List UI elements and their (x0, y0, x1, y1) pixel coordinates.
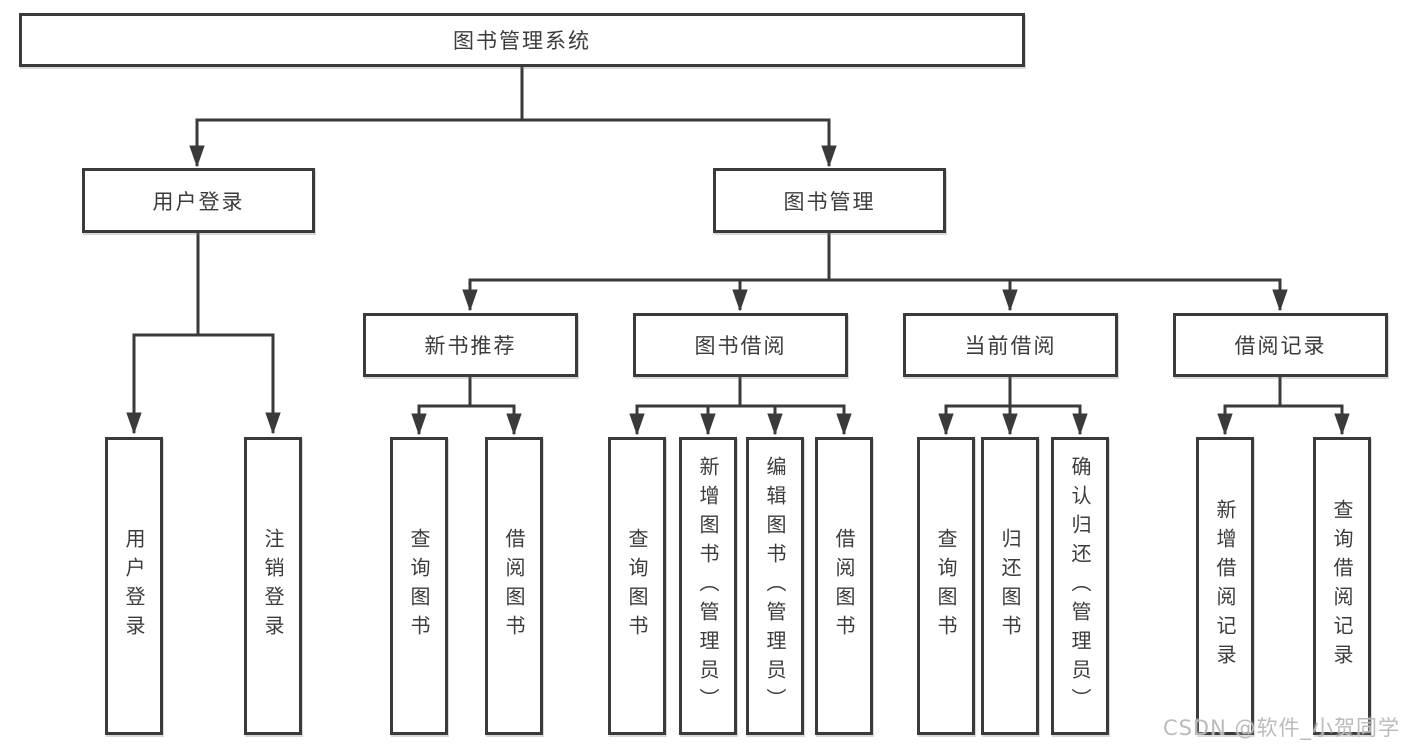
leaf-borrow-borrow-book: 借阅图书 (815, 437, 873, 735)
leaf-current-return-book-label: 归还图书 (998, 528, 1022, 644)
leaf-recommend-borrow-book-label: 借阅图书 (502, 528, 526, 644)
leaf-current-return-book: 归还图书 (981, 437, 1039, 735)
leaf-borrow-add-book-admin: 新增图书（管理员） (679, 437, 737, 735)
node-library-system-label: 图书管理系统 (453, 29, 591, 53)
leaf-borrow-query-book: 查询图书 (608, 437, 666, 735)
leaf-borrow-edit-book-admin-label: 编辑图书（管理员） (763, 455, 787, 717)
leaf-logout-login-label: 注销登录 (261, 528, 285, 644)
leaf-user-login-label: 用户登录 (122, 528, 146, 644)
leaf-borrow-add-book-admin-label: 新增图书（管理员） (696, 455, 720, 717)
leaf-current-query-book: 查询图书 (917, 437, 975, 735)
leaf-current-confirm-return-admin: 确认归还（管理员） (1051, 437, 1109, 735)
node-book-management: 图书管理 (713, 168, 946, 233)
node-borrowing-records-label: 借阅记录 (1234, 334, 1327, 358)
node-user-login-label: 用户登录 (152, 189, 245, 214)
leaf-recommend-query-book-label: 查询图书 (407, 528, 431, 644)
node-new-book-recommend-label: 新书推荐 (424, 334, 517, 358)
leaf-borrow-edit-book-admin: 编辑图书（管理员） (746, 437, 804, 735)
leaf-records-add-record: 新增借阅记录 (1196, 437, 1254, 735)
node-current-borrowing-label: 当前借阅 (964, 334, 1057, 358)
node-book-borrowing: 图书借阅 (633, 313, 848, 377)
leaf-current-confirm-return-admin-label: 确认归还（管理员） (1068, 455, 1092, 717)
node-new-book-recommend: 新书推荐 (363, 313, 578, 377)
leaf-logout-login: 注销登录 (244, 437, 302, 735)
node-book-borrowing-label: 图书借阅 (694, 334, 787, 358)
leaf-borrow-borrow-book-label: 借阅图书 (832, 528, 856, 644)
node-book-management-label: 图书管理 (783, 189, 876, 214)
leaf-borrow-query-book-label: 查询图书 (625, 528, 649, 644)
leaf-records-query-record: 查询借阅记录 (1313, 437, 1371, 735)
leaf-recommend-borrow-book: 借阅图书 (485, 437, 543, 735)
leaf-recommend-query-book: 查询图书 (390, 437, 448, 735)
node-current-borrowing: 当前借阅 (903, 313, 1118, 377)
node-borrowing-records: 借阅记录 (1173, 313, 1388, 377)
node-user-login: 用户登录 (82, 168, 315, 233)
leaf-records-add-record-label: 新增借阅记录 (1213, 499, 1237, 673)
leaf-user-login: 用户登录 (105, 437, 163, 735)
leaf-records-query-record-label: 查询借阅记录 (1330, 499, 1354, 673)
node-library-system: 图书管理系统 (19, 13, 1025, 67)
leaf-current-query-book-label: 查询图书 (934, 528, 958, 644)
